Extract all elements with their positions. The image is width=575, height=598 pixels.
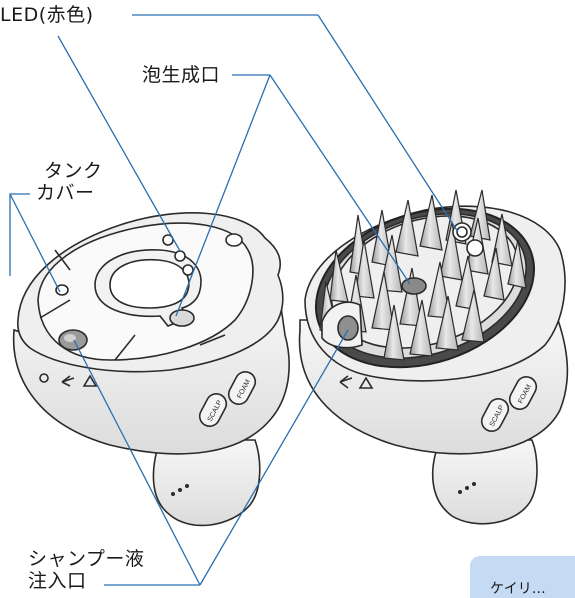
left-button-scalp	[198, 393, 228, 427]
leader-shampoo-left	[73, 339, 201, 586]
leader-lines	[9, 14, 459, 586]
leader-led-right	[317, 14, 459, 233]
label-led: LED(赤色)	[0, 4, 94, 26]
right-shampoo-inlet	[337, 315, 359, 341]
left-device	[12, 212, 290, 527]
corner-text: ケイリ…	[490, 581, 546, 597]
right-button-foam	[508, 376, 538, 410]
leader-shampoo-right	[199, 329, 349, 586]
leader-led-left	[57, 35, 181, 252]
label-tank-cover-line2: カバー	[36, 182, 95, 204]
corner-badge	[470, 556, 575, 598]
right-device	[298, 189, 569, 525]
label-shampoo-inlet: シャンプー液 注入口	[28, 548, 144, 592]
label-tank-cover: タンク カバー	[36, 160, 103, 204]
leader-tank-v	[9, 193, 30, 276]
label-tank-cover-line1: タンク	[44, 160, 103, 182]
label-foam-outlet: 泡生成口	[142, 64, 221, 86]
right-foam-outlet	[401, 277, 427, 295]
left-handle	[152, 439, 261, 527]
right-button-scalp	[480, 398, 510, 432]
label-shampoo-line2: 注入口	[28, 570, 87, 592]
leader-foam-right	[269, 74, 411, 285]
left-button-foam	[227, 371, 257, 405]
leader-foam-left	[175, 74, 271, 317]
label-shampoo-line1: シャンプー液	[28, 548, 145, 570]
leader-tank-d	[9, 193, 61, 293]
right-handle	[431, 439, 538, 525]
